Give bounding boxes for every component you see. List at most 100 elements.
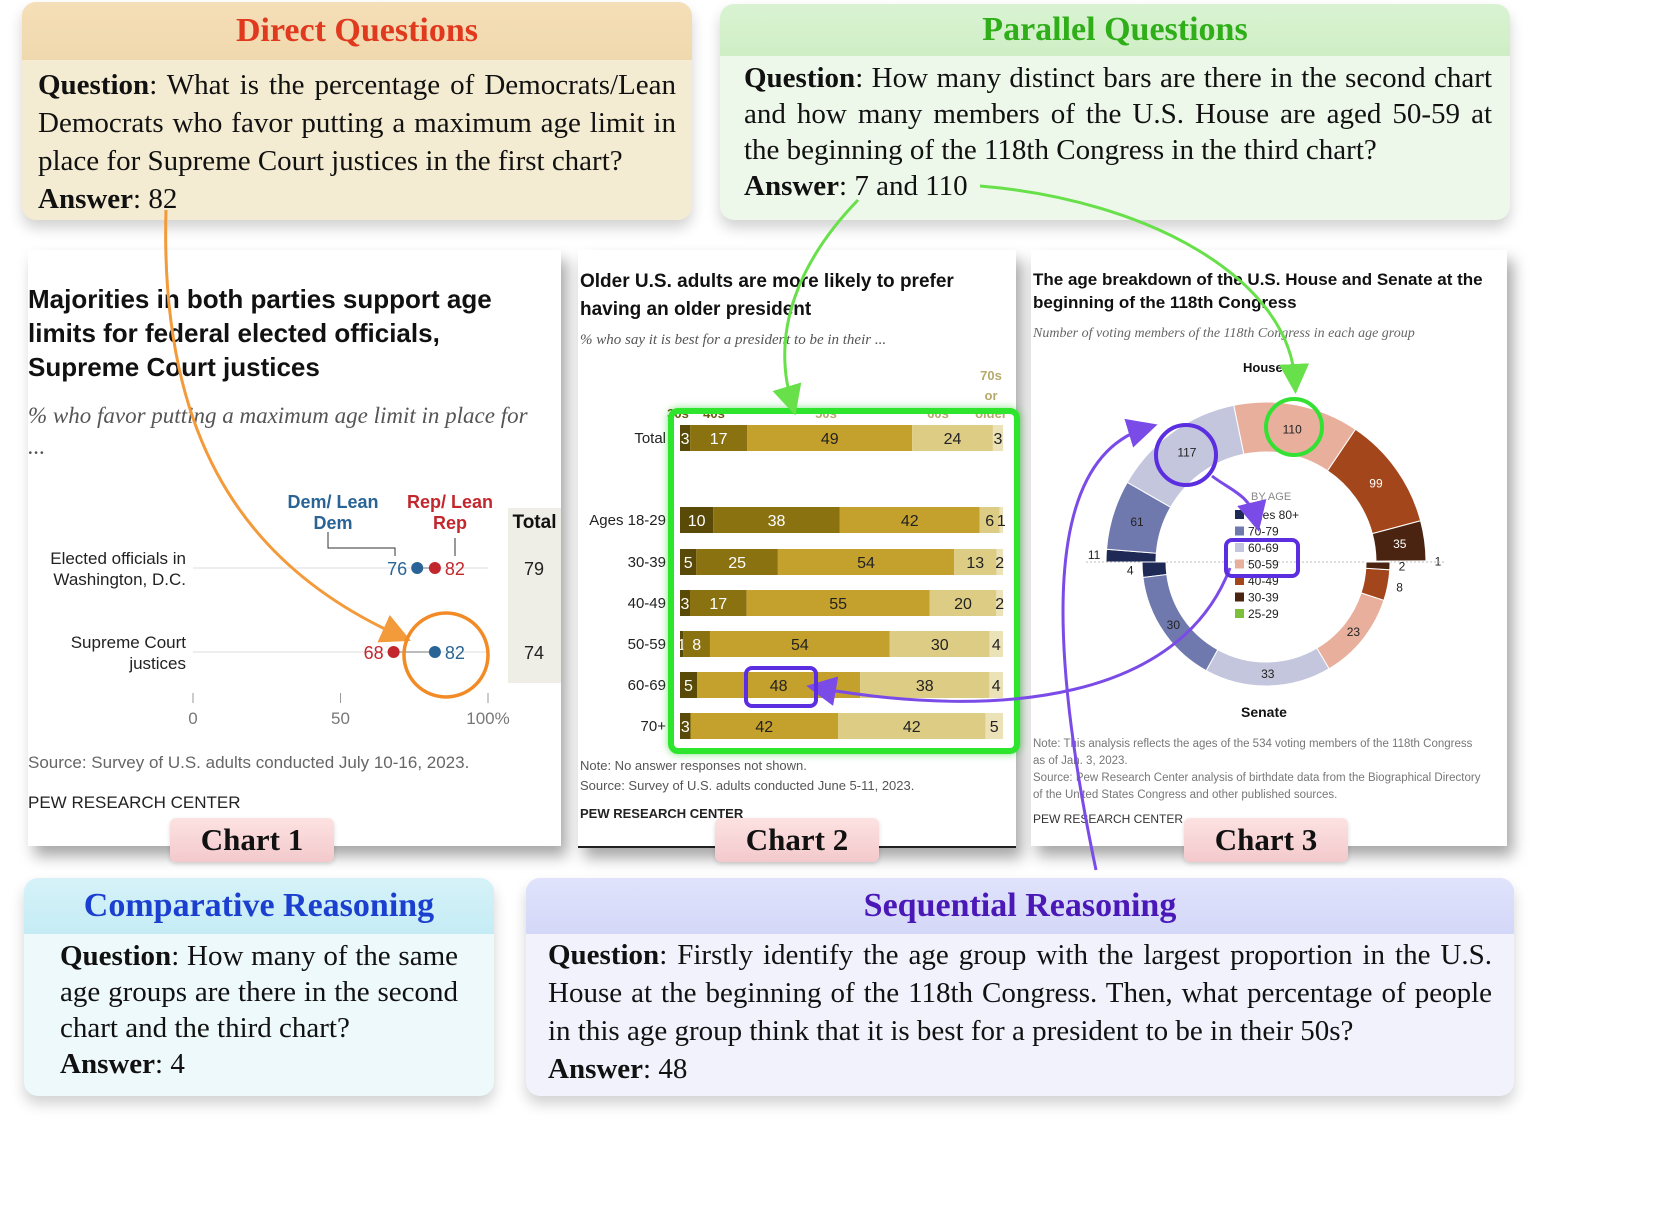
bar-value-label: 17 <box>709 596 727 613</box>
bar-segment <box>680 425 691 451</box>
parallel-questions-text: Question: How many distinct bars are the… <box>720 56 1510 204</box>
chart3-org: PEW RESEARCH CENTER <box>1033 812 1184 826</box>
seat-value-label: 8 <box>1396 580 1403 594</box>
bar-segment <box>992 425 1003 451</box>
answer-label: Answer <box>60 1048 156 1080</box>
dem-leader-line <box>327 532 396 556</box>
bar-value-label: 54 <box>791 637 809 654</box>
legend-swatch <box>1235 609 1244 618</box>
category-label: 60-69 <box>628 677 666 694</box>
bar-segment <box>747 425 913 451</box>
bar-value-label: 6 <box>985 513 994 530</box>
chart3-legend-highlight <box>1224 538 1300 578</box>
seat-value-label: 35 <box>1393 537 1407 551</box>
sequential-reasoning-title: Sequential Reasoning <box>526 878 1514 934</box>
sequential-reasoning-box: Sequential Reasoning Question: Firstly i… <box>526 878 1514 1096</box>
bar-value-label: 3 <box>681 719 690 736</box>
x-tick-label: 100% <box>466 709 509 728</box>
bar-value-label: 38 <box>768 513 786 530</box>
chart1-subtitle: % who favor putting a maximum age limit … <box>28 403 528 459</box>
bar-segment <box>696 549 778 575</box>
legend-label: 60-69 <box>1248 541 1279 555</box>
seat-value-label: 2 <box>1399 559 1406 573</box>
answer-label: Answer <box>744 170 840 202</box>
chart3-source: Source: Pew Research Center analysis of … <box>1033 772 1481 801</box>
bar-value-label: 5 <box>684 678 693 695</box>
dot-value-label: 82 <box>445 643 465 663</box>
total-value: 74 <box>524 643 544 663</box>
legend-label: 25-29 <box>1248 607 1279 621</box>
bar-segment <box>680 713 691 739</box>
direct-answer: : 82 <box>133 183 178 215</box>
chart2-value-highlight <box>744 666 818 708</box>
seat-value-label: 117 <box>1177 446 1196 460</box>
seat-value-label: 61 <box>1130 515 1144 529</box>
chart2-subtitle: % who say it is best for a president to … <box>580 332 887 348</box>
bar-segment <box>979 507 1000 533</box>
parallel-answer: : 7 and 110 <box>839 170 968 202</box>
bar-value-label: 42 <box>903 719 921 736</box>
sequential-answer: : 48 <box>643 1053 688 1085</box>
bar-segment <box>680 672 697 698</box>
parallel-questions-title: Parallel Questions <box>720 4 1510 56</box>
bar-segment <box>912 425 993 451</box>
category-label: Total <box>634 430 666 447</box>
chart1-total-band <box>508 508 561 683</box>
bar-value-label: 25 <box>728 555 746 572</box>
parallel-questions-box: Parallel Questions Question: How many di… <box>720 4 1510 220</box>
chart3-title: The age breakdown of the U.S. House and … <box>1033 270 1483 312</box>
question-label: Question <box>548 939 660 971</box>
bar-segment <box>680 549 697 575</box>
sequential-question: : Firstly identify the age group with th… <box>548 939 1492 1047</box>
legend-swatch <box>1235 559 1244 569</box>
chart3-note: Note: This analysis reflects the ages of… <box>1033 738 1473 767</box>
seat-value-label: 33 <box>1261 667 1275 681</box>
question-label: Question <box>60 940 172 972</box>
chart1-title: Majorities in both parties support age l… <box>28 284 492 382</box>
direct-question: : What is the percentage of Democrats/Le… <box>38 69 676 177</box>
bar-segment <box>690 425 748 451</box>
chart3-senate-label: Senate <box>1241 704 1287 720</box>
chart1-source: Source: Survey of U.S. adults conducted … <box>28 753 470 772</box>
seat-value-label: 4 <box>1127 564 1134 578</box>
legend-swatch <box>1235 543 1244 552</box>
bar-value-label: 1 <box>677 637 686 654</box>
question-label: Question <box>744 62 856 94</box>
bar-value-label: 5 <box>990 719 999 736</box>
bar-segment <box>680 507 714 533</box>
category-label: Washington, D.C. <box>53 570 186 589</box>
bar-value-label: 24 <box>944 431 962 448</box>
bar-value-label: 1 <box>997 513 1006 530</box>
bar-value-label: 49 <box>821 431 839 448</box>
seat-value-label: 30 <box>1167 618 1181 632</box>
chart2-source: Source: Survey of U.S. adults conducted … <box>580 778 915 793</box>
bar-segment <box>999 507 1003 533</box>
dot-value-label: 68 <box>364 643 384 663</box>
bar-segment <box>689 590 747 616</box>
bar-segment <box>680 631 684 657</box>
bar-value-label: 10 <box>688 513 706 530</box>
seat-value-label: 110 <box>1283 423 1302 437</box>
legend-label: 50-59 <box>1248 558 1279 572</box>
question-label: Question <box>38 69 150 101</box>
chart1-rep-legend: Rep/ Lean Rep <box>406 492 494 533</box>
bar-segment <box>985 713 1003 739</box>
answer-label: Answer <box>38 183 134 215</box>
bar-segment <box>839 507 980 533</box>
seat-value-label: 99 <box>1369 477 1383 491</box>
seat-value-label: 23 <box>1347 625 1361 639</box>
comparative-reasoning-title: Comparative Reasoning <box>24 878 494 934</box>
chart2-note: Note: No answer responses not shown. <box>580 758 807 773</box>
sequential-reasoning-text: Question: Firstly identify the age group… <box>526 934 1514 1088</box>
category-label: Supreme Court <box>71 633 187 652</box>
legend-swatch <box>1235 576 1244 585</box>
dem-dot <box>411 562 424 574</box>
bar-segment <box>690 713 838 739</box>
parallel-question: : How many distinct bars are there in th… <box>744 62 1492 166</box>
chart3-label: Chart 3 <box>1184 818 1348 862</box>
category-label: Ages 18-29 <box>589 512 666 529</box>
category-label: justices <box>128 654 186 673</box>
bar-value-label: 5 <box>684 555 693 572</box>
chart1-org: PEW RESEARCH CENTER <box>28 793 241 812</box>
